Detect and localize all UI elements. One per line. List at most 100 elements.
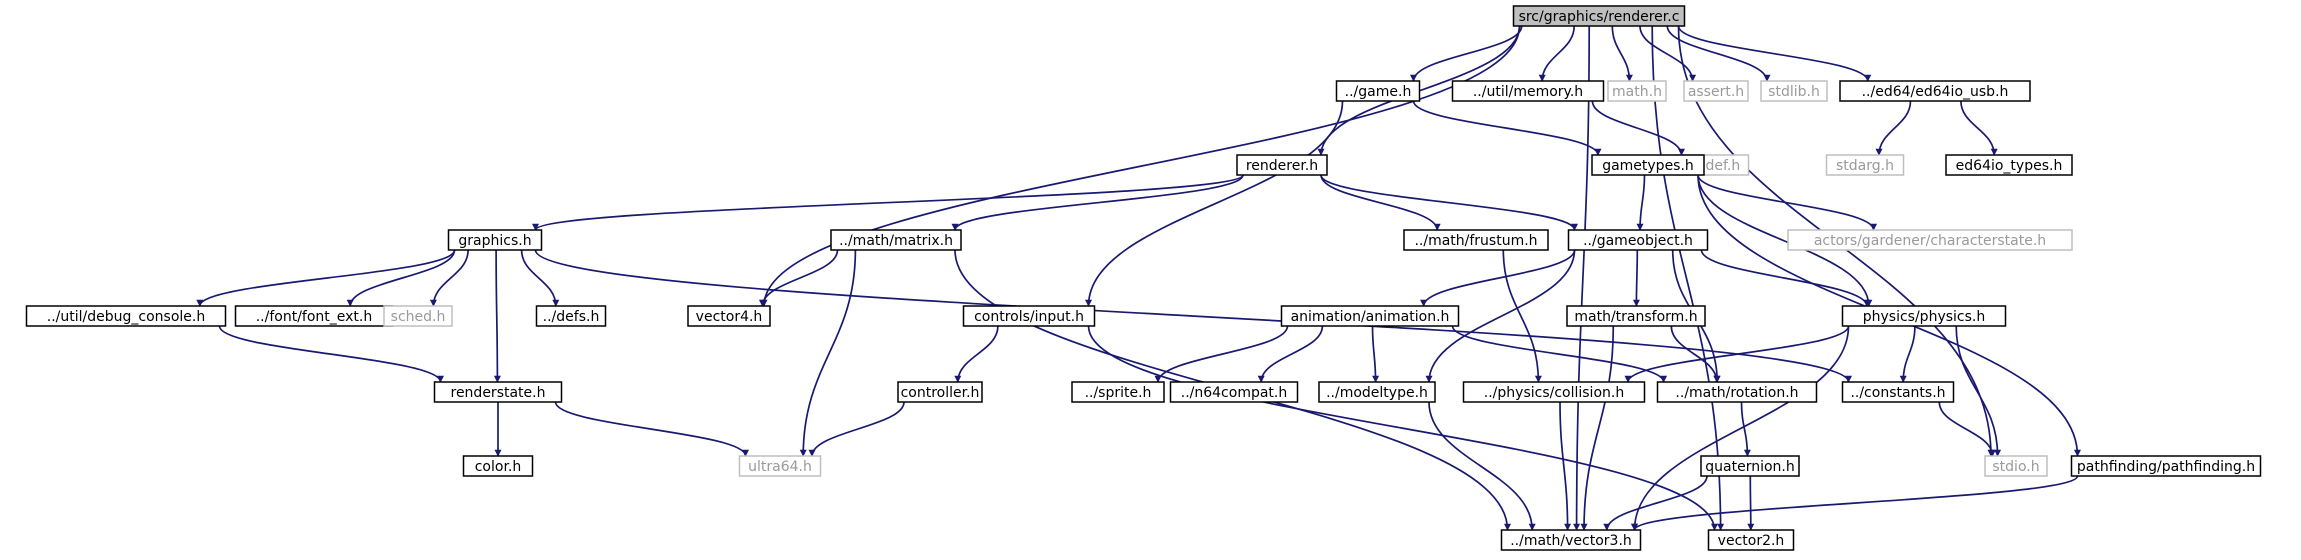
node-gametypes[interactable]: gametypes.h	[1591, 154, 1705, 176]
node-label-stdarg: stdarg.h	[1836, 158, 1894, 174]
node-label-matrix: ../math/matrix.h	[839, 233, 953, 249]
edge-animation-to-rotation	[1451, 325, 1668, 383]
edge-graphics-to-fontext	[346, 249, 456, 307]
node-box-rotation	[1656, 381, 1818, 403]
edge-root-to-vector2	[1651, 25, 1725, 531]
node-box-defs	[535, 305, 607, 327]
node-animation[interactable]: animation/animation.h	[1280, 305, 1460, 327]
nodes-layer: src/graphics/renderer.c ../game.h ../util/…	[25, 5, 2262, 551]
node-frustum[interactable]: ../math/frustum.h	[1403, 229, 1549, 251]
edge-frustum-to-collision	[1502, 249, 1542, 383]
node-debugconsole[interactable]: ../util/debug_console.h	[25, 305, 227, 327]
edges-layer	[196, 25, 2081, 531]
node-label-ed64types: ed64io_types.h	[1956, 158, 2063, 174]
node-ed64types[interactable]: ed64io_types.h	[1945, 154, 2073, 176]
edge-animation-to-modeltype	[1371, 325, 1380, 383]
edge-root-to-vector4	[760, 25, 1521, 307]
edge-root-to-assert	[1639, 25, 1697, 82]
edge-root-to-vector3	[1573, 25, 1591, 531]
edge-gametypes-to-physics	[1697, 174, 1873, 307]
node-label-math: math.h	[1612, 84, 1662, 100]
node-sprite[interactable]: ../sprite.h	[1071, 381, 1165, 403]
node-label-renderer: renderer.h	[1246, 158, 1318, 174]
node-controller[interactable]: controller.h	[897, 381, 983, 403]
edge-memory-to-stddef	[1591, 100, 1685, 156]
edge-game-to-input	[1085, 100, 1344, 307]
node-label-constants: ../constants.h	[1850, 385, 1945, 401]
node-box-root	[1512, 5, 1686, 27]
node-matrix[interactable]: ../math/matrix.h	[830, 229, 962, 251]
node-label-frustum: ../math/frustum.h	[1414, 233, 1537, 249]
edge-ed64io-to-stdarg	[1875, 100, 1912, 156]
edge-graphics-to-defs	[520, 249, 560, 307]
node-box-ed64io	[1839, 80, 2031, 102]
node-label-physics: physics/physics.h	[1863, 309, 1985, 325]
edge-gametypes-to-gameobject	[1636, 174, 1646, 231]
node-constants[interactable]: ../constants.h	[1841, 381, 1955, 403]
edge-renderer-to-matrix	[951, 174, 1244, 231]
node-vector2[interactable]: vector2.h	[1707, 529, 1795, 551]
node-graphics[interactable]: graphics.h	[447, 229, 543, 251]
node-label-debugconsole: ../util/debug_console.h	[47, 309, 205, 325]
node-modeltype[interactable]: ../modeltype.h	[1318, 381, 1436, 403]
edge-quaternion-to-vector3	[1603, 475, 1708, 531]
node-ultra64: ultra64.h	[738, 455, 822, 477]
node-color[interactable]: color.h	[462, 455, 534, 477]
node-collision[interactable]: ../physics/collision.h	[1462, 381, 1646, 403]
node-box-characterstate	[1787, 229, 2073, 251]
node-gameobject[interactable]: ../gameobject.h	[1567, 229, 1709, 251]
node-renderstate[interactable]: renderstate.h	[433, 381, 563, 403]
edge-graphics-to-debugconsole	[196, 249, 456, 307]
node-label-vector2: vector2.h	[1718, 533, 1785, 549]
node-box-controller	[897, 381, 983, 403]
edge-transform-to-vector3	[1580, 325, 1615, 531]
node-physics[interactable]: physics/physics.h	[1841, 305, 2007, 327]
node-renderer[interactable]: renderer.h	[1236, 154, 1328, 176]
node-characterstate: actors/gardener/characterstate.h	[1787, 229, 2073, 251]
edge-graphics-to-renderstate	[493, 249, 501, 383]
node-box-ed64types	[1945, 154, 2073, 176]
node-label-gametypes: gametypes.h	[1602, 158, 1694, 174]
node-rotation[interactable]: ../math/rotation.h	[1656, 381, 1818, 403]
node-box-math	[1607, 80, 1667, 102]
node-input[interactable]: controls/input.h	[962, 305, 1096, 327]
node-fontext[interactable]: ../font/font_ext.h	[234, 305, 394, 327]
node-vector3[interactable]: ../math/vector3.h	[1500, 529, 1642, 551]
node-label-ed64io: ../ed64/ed64io_usb.h	[1862, 84, 2009, 100]
node-n64compat[interactable]: ../n64compat.h	[1169, 381, 1299, 403]
node-assert: assert.h	[1683, 80, 1749, 102]
node-pathfinding[interactable]: pathfinding/pathfinding.h	[2070, 455, 2262, 477]
node-box-matrix	[830, 229, 962, 251]
node-label-stdlib: stdlib.h	[1768, 84, 1820, 100]
node-root[interactable]: src/graphics/renderer.c	[1512, 5, 1686, 27]
edge-gameobject-to-transform	[1632, 249, 1640, 307]
edge-collision-to-vector3	[1559, 401, 1572, 531]
node-label-game: ../game.h	[1345, 84, 1412, 100]
node-box-color	[462, 455, 534, 477]
node-label-assert: assert.h	[1688, 84, 1744, 100]
node-label-vector4: vector4.h	[696, 309, 763, 325]
edge-root-to-ed64io	[1677, 25, 1872, 82]
node-box-renderer	[1236, 154, 1328, 176]
node-label-stdio: stdio.h	[1992, 459, 2039, 475]
node-label-defs: ../defs.h	[543, 309, 600, 325]
edge-physics-to-vector3	[1631, 325, 1850, 531]
node-box-stdio	[1984, 455, 2048, 477]
node-defs[interactable]: ../defs.h	[535, 305, 607, 327]
node-box-n64compat	[1169, 381, 1299, 403]
edge-gameobject-to-physics	[1700, 249, 1871, 307]
node-game[interactable]: ../game.h	[1335, 80, 1421, 102]
node-memory[interactable]: ../util/memory.h	[1451, 80, 1605, 102]
node-box-gameobject	[1567, 229, 1709, 251]
node-vector4[interactable]: vector4.h	[687, 305, 771, 327]
edge-ed64io-to-ed64types	[1960, 100, 1998, 156]
node-quaternion[interactable]: quaternion.h	[1700, 455, 1800, 477]
node-ed64io[interactable]: ../ed64/ed64io_usb.h	[1839, 80, 2031, 102]
node-box-pathfinding	[2070, 455, 2262, 477]
node-stdio: stdio.h	[1984, 455, 2048, 477]
node-transform[interactable]: math/transform.h	[1566, 305, 1706, 327]
edge-pathfinding-to-vector3	[1631, 475, 2079, 531]
node-label-renderstate: renderstate.h	[451, 385, 546, 401]
node-label-fontext: ../font/font_ext.h	[256, 309, 373, 325]
